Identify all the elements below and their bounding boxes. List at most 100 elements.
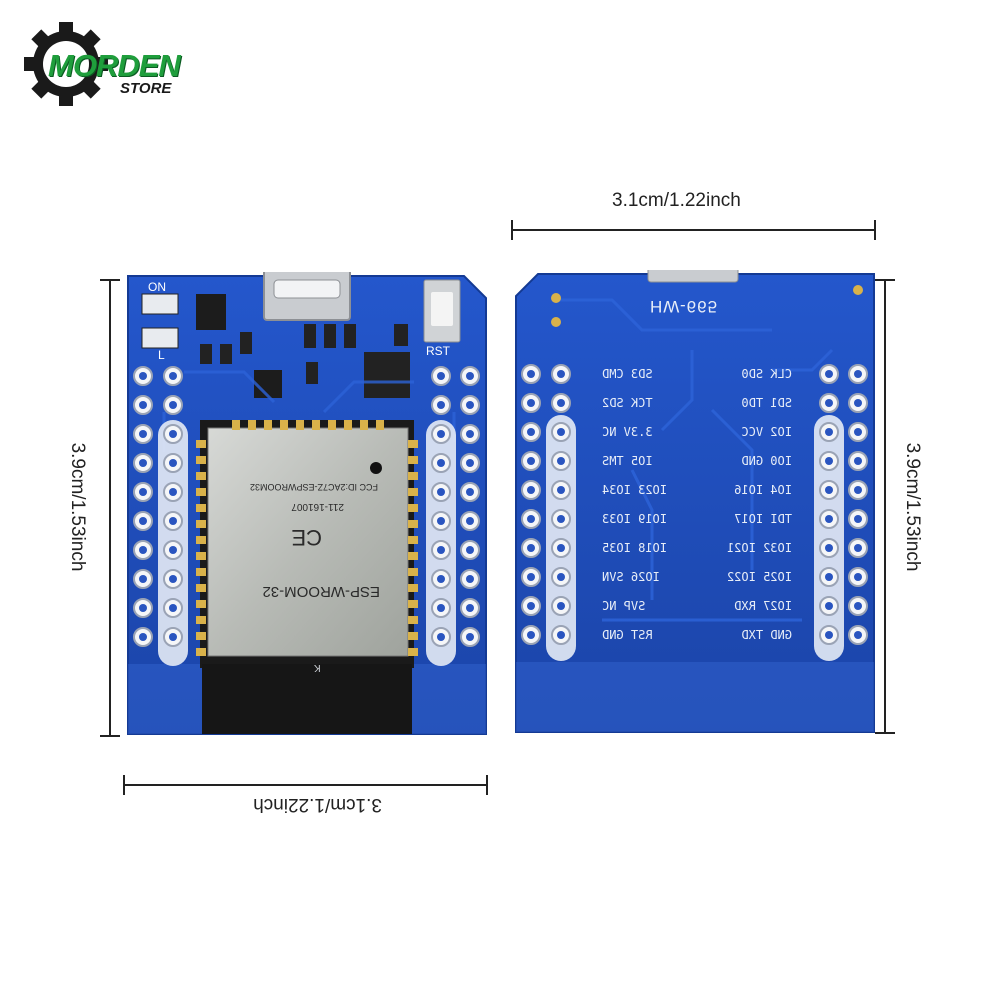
front-pin-inner-right-hole: [437, 575, 445, 583]
back-pin-inner-right-hole: [825, 544, 833, 552]
back-pin-inner-left-hole: [557, 602, 565, 610]
front-pin-outer-right-hole: [466, 401, 474, 409]
module-pad: [196, 456, 206, 464]
back-pin-outer-right-hole: [854, 370, 862, 378]
back-pin-outer-left-hole: [527, 544, 535, 552]
module-pad: [408, 488, 418, 496]
front-pin-inner-left-hole: [169, 459, 177, 467]
module-pad: [408, 600, 418, 608]
back-pin-outer-left-hole: [527, 573, 535, 581]
led-on-label: ON: [148, 280, 166, 294]
front-pin-outer-right-hole: [466, 546, 474, 554]
front-pin-outer-left-hole: [139, 430, 147, 438]
dim-right-height: 3.9cm/1.53inch: [902, 442, 923, 572]
led-l-label: L: [158, 348, 165, 362]
k-mark: K: [314, 662, 321, 673]
back-pin-outer-right-hole: [854, 457, 862, 465]
dim-bottom-width: 3.1cm/1.22inch: [253, 794, 382, 815]
module-pad: [408, 584, 418, 592]
board-model: HW-665: [650, 297, 719, 316]
back-pin-outer-right-hole: [854, 515, 862, 523]
dim-left-height: 3.9cm/1.53inch: [67, 442, 88, 572]
back-pin-outer-left-hole: [527, 370, 535, 378]
front-pin-outer-left-hole: [139, 401, 147, 409]
back-pin-inner-right-hole: [825, 399, 833, 407]
front-pin-inner-right-hole: [437, 633, 445, 641]
front-pin-inner-right-hole: [437, 488, 445, 496]
module-pad: [344, 420, 352, 430]
module-pad: [196, 488, 206, 496]
back-label-left-7: IO26 SVN: [602, 570, 660, 584]
back-label-right-5: TDI IO17: [734, 512, 792, 526]
back-label-right-9: GND TXD: [741, 628, 792, 642]
front-pin-inner-left-hole: [169, 604, 177, 612]
module-pad: [196, 520, 206, 528]
module-pad: [196, 552, 206, 560]
module-pad: [196, 472, 206, 480]
front-pin-outer-right-hole: [466, 430, 474, 438]
module-pad: [196, 616, 206, 624]
cert-id: 211-161007: [291, 501, 344, 512]
back-label-left-6: IO18 IO35: [602, 541, 667, 555]
front-pin-outer-right-hole: [466, 372, 474, 380]
module-pad: [280, 420, 288, 430]
front-pin-inner-left-hole: [169, 517, 177, 525]
back-pin-outer-left-hole: [527, 428, 535, 436]
back-pin-inner-left-hole: [557, 370, 565, 378]
back-pin-outer-right-hole: [854, 544, 862, 552]
module-pad: [264, 420, 272, 430]
back-pin-outer-left-hole: [527, 515, 535, 523]
front-pin-outer-right-hole: [466, 517, 474, 525]
front-pin-inner-right-hole: [437, 459, 445, 467]
back-pin-inner-right-hole: [825, 457, 833, 465]
module-pad: [408, 504, 418, 512]
front-board: ON L RST ESP-WROOM-32 CE 211-161007 FCC …: [124, 257, 488, 738]
brand-name-sub: STORE: [120, 80, 172, 97]
front-pin-outer-right-hole: [466, 575, 474, 583]
module-name: ESP-WROOM-32: [262, 583, 380, 600]
back-pin-inner-left-hole: [557, 428, 565, 436]
back-pin-inner-right-hole: [825, 428, 833, 436]
back-pin-outer-right-hole: [854, 573, 862, 581]
module-pad: [408, 536, 418, 544]
fcc-id: FCC ID:2AC7Z-ESPWROOM32: [249, 482, 378, 492]
front-pin-outer-left-hole: [139, 459, 147, 467]
module-pad: [296, 420, 304, 430]
back-pin-outer-right-hole: [854, 602, 862, 610]
module-pad: [408, 472, 418, 480]
front-pin-inner-right-hole: [437, 372, 445, 380]
front-pin-outer-left-hole: [139, 604, 147, 612]
back-pin-inner-right-hole: [825, 486, 833, 494]
back-label-right-6: IO32 IO21: [727, 541, 792, 555]
front-pin-inner-right-hole: [437, 546, 445, 554]
front-pin-outer-left-hole: [139, 575, 147, 583]
back-label-left-4: IO23 IO34: [602, 483, 667, 497]
module-pad: [312, 420, 320, 430]
module-pad: [376, 420, 384, 430]
module-pad: [196, 568, 206, 576]
back-pin-inner-left-hole: [557, 486, 565, 494]
module-pad: [408, 632, 418, 640]
back-pin-inner-left-hole: [557, 631, 565, 639]
module-pad: [196, 536, 206, 544]
module-pad: [408, 520, 418, 528]
back-label-left-1: TCK SD2: [602, 396, 653, 410]
back-pin-inner-right-hole: [825, 573, 833, 581]
front-pcb: [127, 257, 487, 735]
module-pad: [408, 568, 418, 576]
back-label-left-9: RST GND: [602, 628, 653, 642]
front-pin-outer-right-hole: [466, 633, 474, 641]
front-pin-inner-left-hole: [169, 488, 177, 496]
front-pin-outer-left-hole: [139, 517, 147, 525]
module-pad: [408, 552, 418, 560]
back-pin-outer-left-hole: [527, 486, 535, 494]
back-pin-outer-right-hole: [854, 428, 862, 436]
ce-mark: CE: [291, 525, 322, 550]
front-pin-inner-left-hole: [169, 633, 177, 641]
module-pad: [360, 420, 368, 430]
module-pad: [196, 504, 206, 512]
back-label-right-3: IO0 GND: [741, 454, 792, 468]
back-pin-outer-right-hole: [854, 399, 862, 407]
front-pin-inner-right-hole: [437, 401, 445, 409]
